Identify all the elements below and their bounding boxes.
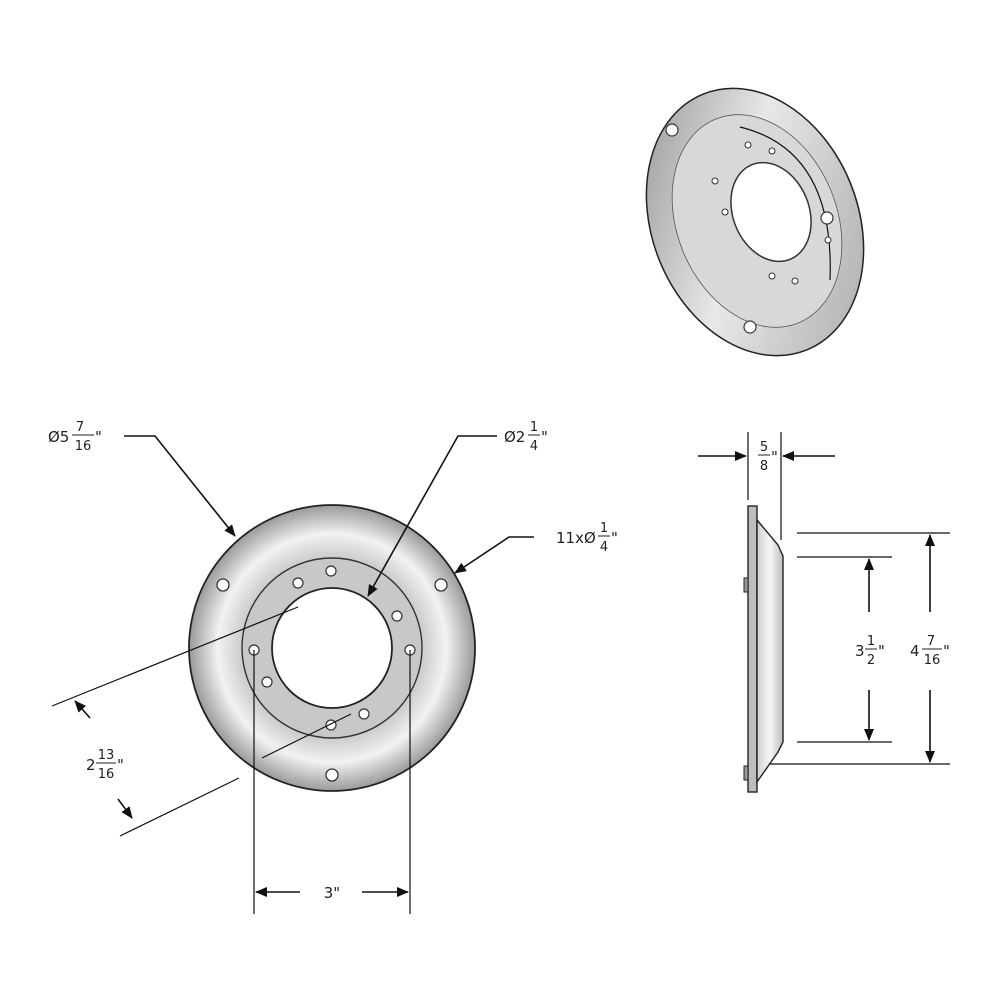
- offset-label: 2 13 16 ": [86, 748, 124, 782]
- offset-den: 16: [98, 767, 115, 782]
- thickness-den: 8: [760, 459, 768, 474]
- inner-diameter-suffix: ": [541, 428, 548, 446]
- inner-height-label: 3 1 2 ": [855, 634, 885, 668]
- holes-num: 1: [600, 521, 608, 536]
- offset-suffix: ": [117, 756, 124, 774]
- outer-diameter-suffix: ": [95, 428, 102, 446]
- offset-num: 13: [98, 748, 115, 763]
- inner-diameter-prefix: Ø2: [504, 428, 525, 446]
- outer-height-label: 4 7 16 ": [910, 634, 950, 668]
- side-view: [743, 505, 784, 793]
- inner-height-den: 2: [867, 653, 875, 668]
- offset-dimension: [51, 606, 352, 837]
- thickness-label: 5 8 ": [758, 440, 778, 474]
- thickness-num: 5: [760, 440, 768, 455]
- inner-height-num: 1: [867, 634, 875, 649]
- holes-prefix: 11xØ: [556, 529, 596, 547]
- outer-diameter-den: 16: [75, 439, 92, 454]
- outer-diameter-prefix: Ø5: [48, 428, 69, 446]
- outer-height-suffix: ": [943, 642, 950, 660]
- outer-height-prefix: 4: [910, 642, 920, 660]
- outer-height-num: 7: [927, 634, 935, 649]
- holes-leader: [454, 536, 534, 574]
- holes-suffix: ": [611, 529, 618, 547]
- outer-height-den: 16: [924, 653, 941, 668]
- offset-prefix: 2: [86, 756, 96, 774]
- inner-diameter-leader: [367, 435, 497, 597]
- inner-diameter-den: 4: [530, 439, 538, 454]
- outer-diameter-label: Ø5 7 16 ": [48, 420, 102, 454]
- spacing-dimension: [253, 650, 411, 914]
- holes-label: 11xØ 1 4 ": [556, 521, 618, 555]
- inner-height-prefix: 3: [855, 642, 865, 660]
- isometric-view: [645, 87, 865, 357]
- front-view: [188, 504, 476, 792]
- hole-spacing-label: 3": [324, 884, 340, 902]
- thickness-suffix: ": [771, 448, 778, 466]
- outer-height-dimension: [770, 532, 950, 765]
- inner-diameter-label: Ø2 1 4 ": [504, 420, 548, 454]
- inner-diameter-num: 1: [530, 420, 538, 435]
- holes-den: 4: [600, 540, 608, 555]
- inner-height-dimension: [797, 556, 892, 743]
- outer-diameter-num: 7: [76, 420, 84, 435]
- thickness-dimension: [698, 432, 835, 540]
- inner-height-suffix: ": [878, 642, 885, 660]
- outer-diameter-leader: [124, 435, 236, 537]
